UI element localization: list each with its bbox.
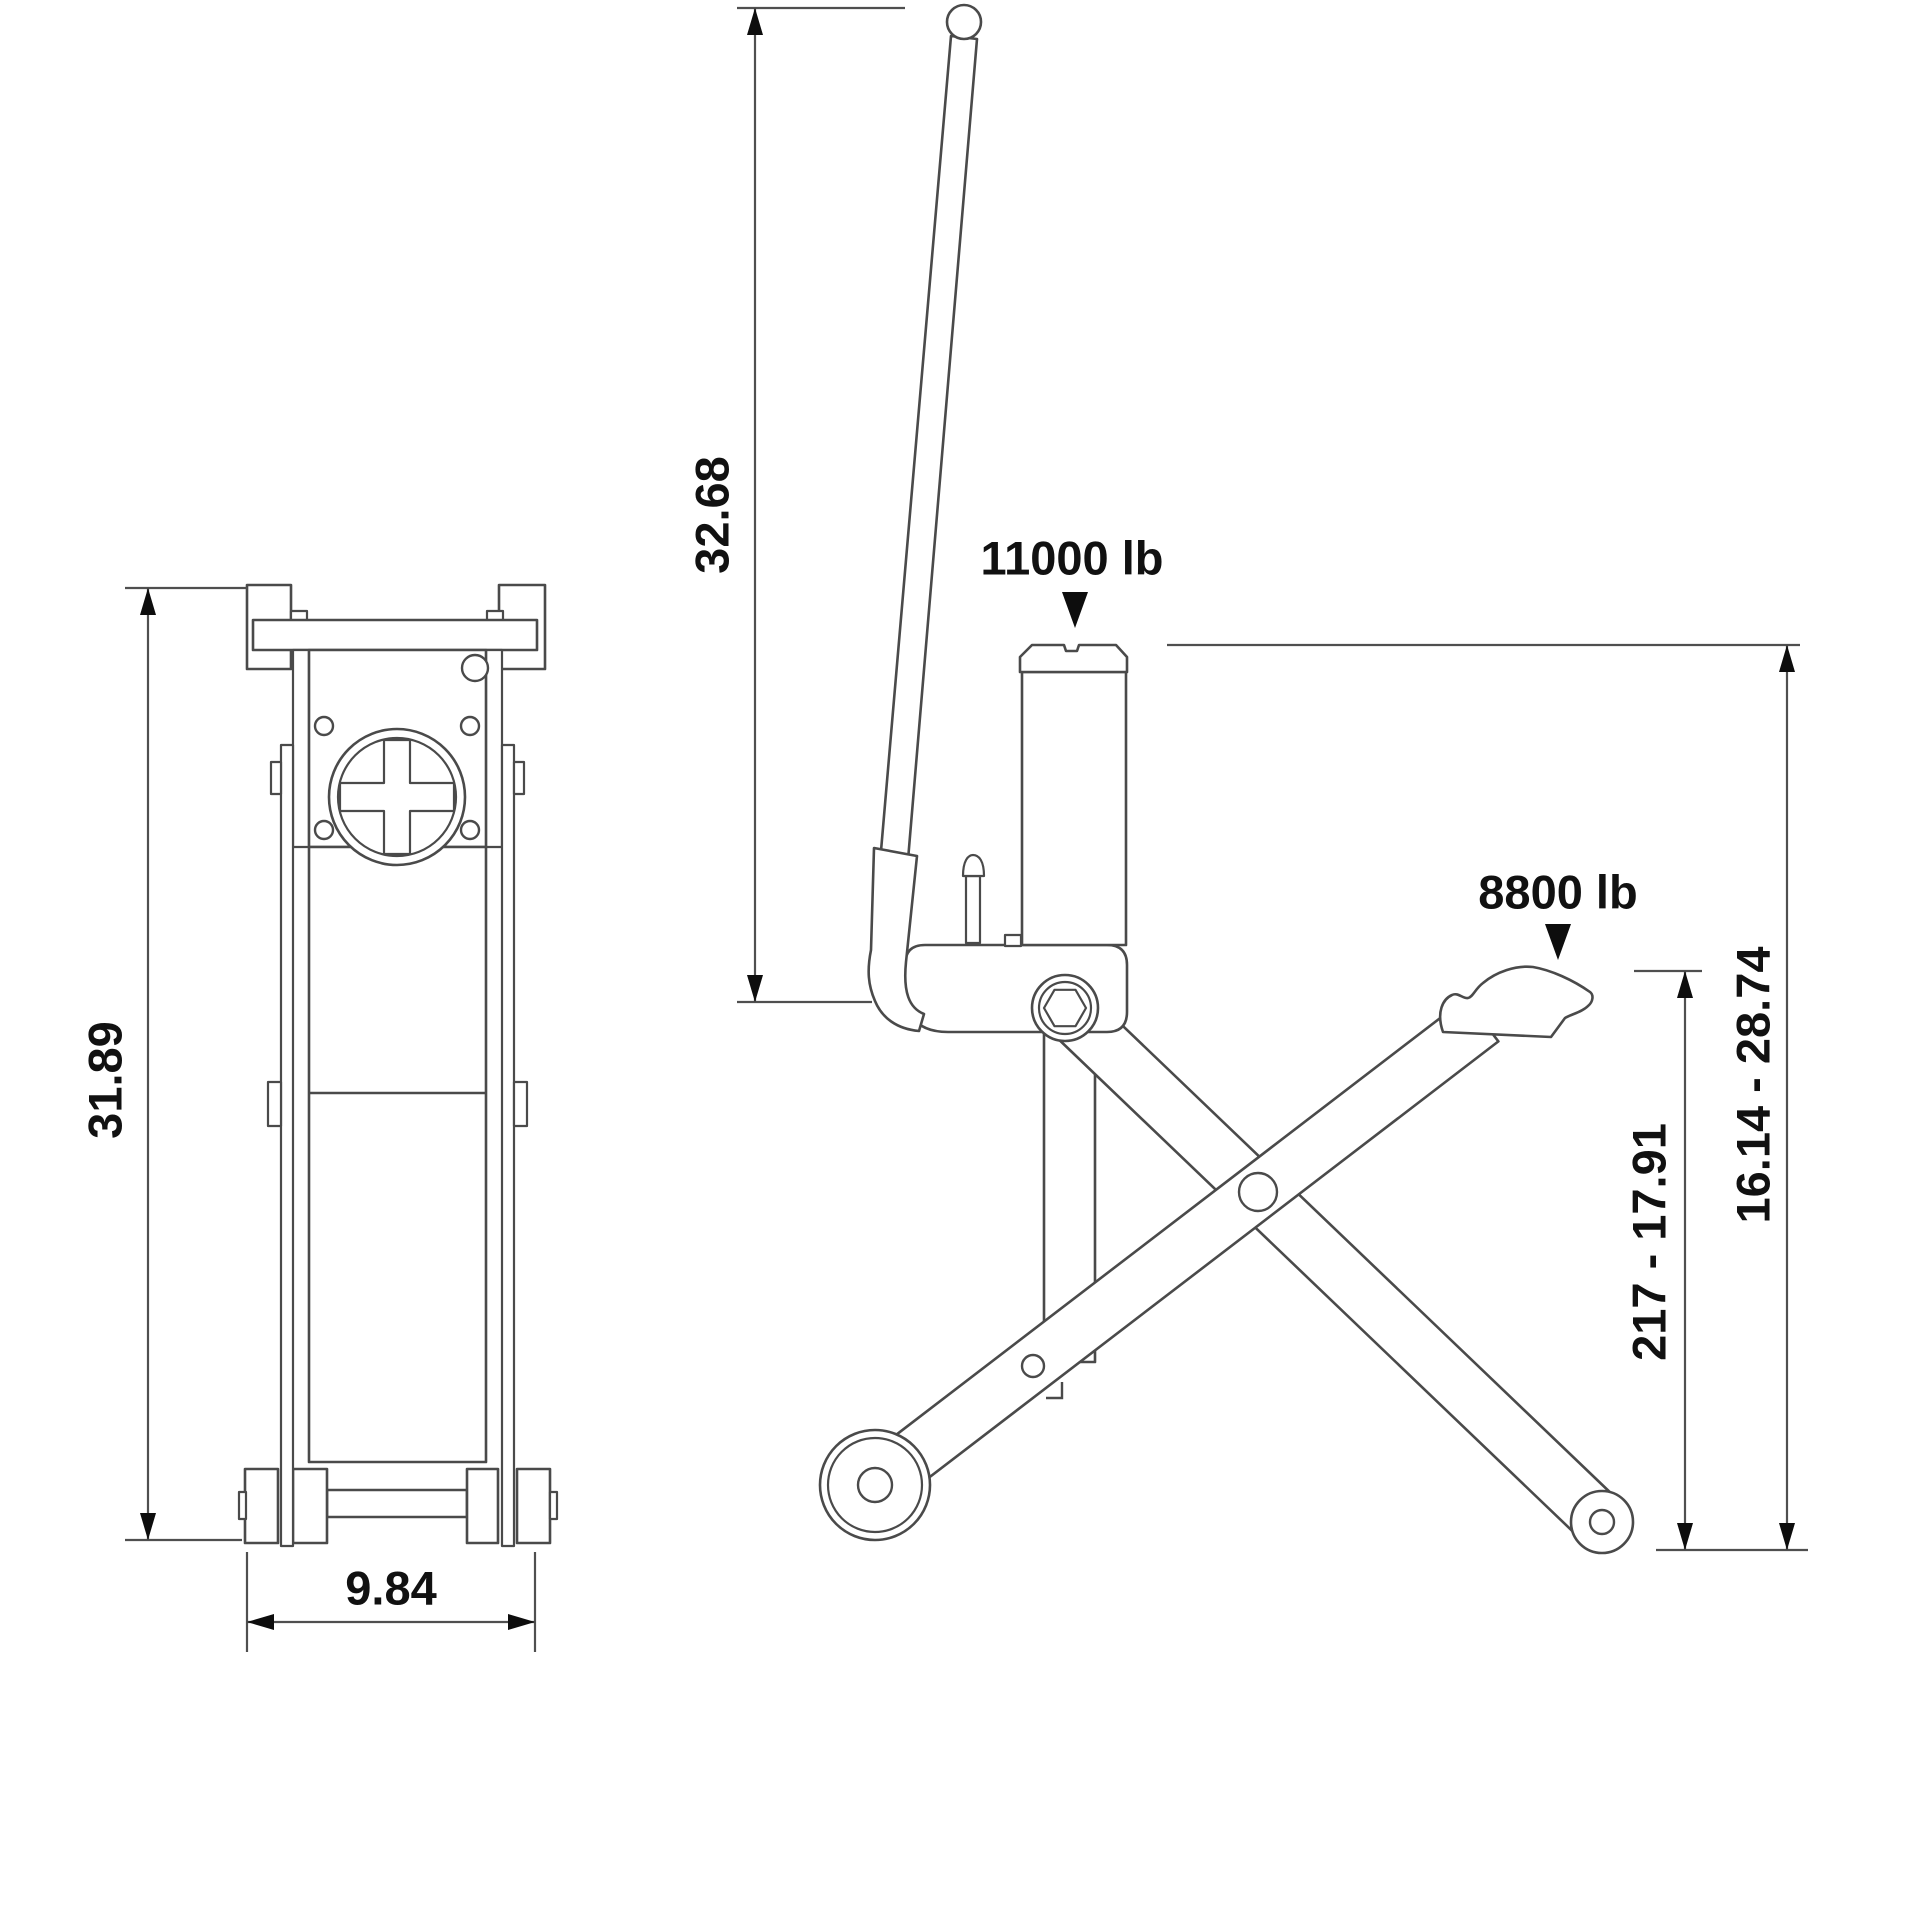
front-wheel-4 [515,1467,552,1545]
pump-capacity-label: 11000 lb [981,531,1164,584]
dim-front-width: 9.84 [245,1552,537,1652]
side-handle-elbow [867,846,926,1033]
side-cross-pivot-hole [1237,1171,1279,1213]
side-roller-hub [1588,1508,1616,1536]
dim-handle-height: 32.68 [685,6,905,1004]
arrow-down-icon [1677,1523,1693,1550]
front-midtab-right [512,1080,529,1128]
arrow-left-icon [247,1614,274,1630]
arrow-down-icon [140,1513,156,1540]
front-hub-right [548,1490,559,1521]
side-release-pin-stem [964,874,982,945]
front-cross-plus [338,738,456,856]
handle-height-label: 32.68 [685,456,738,574]
arrow-up-icon [140,588,156,615]
dim-lift-range-outer: 16.14 - 28.74 [1167,643,1808,1552]
lift-range-inner-label: 217 - 17.91 [1622,1123,1675,1361]
side-cylinder [1020,670,1128,947]
front-wheel-3 [465,1467,500,1545]
side-handle-knob [945,3,983,41]
side-pivot-hex-bolt [1042,988,1088,1028]
front-hub-left [237,1490,248,1521]
arrow-right-icon [508,1614,535,1630]
saddle-capacity-label: 8800 lb [1478,865,1637,918]
front-top-plate [251,618,539,652]
side-saddle-pad [1438,965,1594,1039]
front-bolt-2 [459,715,481,737]
front-rail-left [291,648,311,849]
side-view [818,3,1635,1555]
front-wheel-1 [243,1467,280,1545]
front-leg-right [500,743,516,1548]
dim-lift-range-inner: 217 - 17.91 [1622,969,1702,1550]
front-bolt-1 [313,715,335,737]
side-wheel-hub [856,1466,894,1504]
front-midtab-left [266,1080,283,1128]
callout-saddle-capacity: 8800 lb [1478,865,1638,960]
arrow-down-icon [1779,1523,1795,1550]
front-height-label: 31.89 [78,1021,131,1139]
side-release-pin-cap [961,853,986,878]
dimensions: 31.89 9.84 32.68 11000 lb 8800 lb [78,6,1808,1652]
front-view [237,583,559,1548]
front-nub-right [512,760,526,796]
front-nub-left [269,760,283,796]
side-cylinder-cap [1018,643,1129,674]
front-width-label: 9.84 [345,1561,436,1614]
arrow-down-icon [747,975,763,1002]
arrow-up-icon [1779,645,1795,672]
arrow-down-icon [1062,592,1088,628]
side-arm-lower [857,997,1500,1508]
side-cylinder-tab [1003,933,1023,948]
side-arm-small-hole [1020,1353,1046,1379]
callout-pump-capacity: 11000 lb [981,531,1164,628]
front-rail-right [484,648,504,849]
front-bolt-large [460,653,490,683]
front-leg-left [279,743,295,1548]
dim-front-height: 31.89 [78,586,247,1542]
arrow-up-icon [747,8,763,35]
front-axle [325,1488,469,1519]
front-bolt-3 [313,819,335,841]
arrow-up-icon [1677,971,1693,998]
side-arm-notch [1046,1382,1064,1400]
front-wheel-2 [291,1467,329,1545]
front-mast [307,845,488,1464]
front-bolt-4 [459,819,481,841]
lift-range-outer-label: 16.14 - 28.74 [1726,947,1779,1224]
side-handle-shaft [879,34,979,862]
arrow-down-icon [1545,924,1571,960]
